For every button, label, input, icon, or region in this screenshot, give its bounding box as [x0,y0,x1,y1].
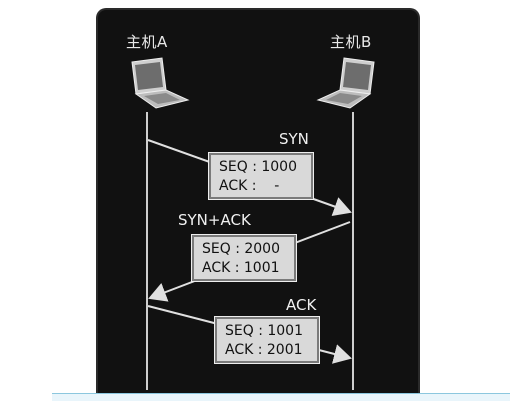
syn-seq: SEQ : 1000 [219,159,297,175]
ack-seq: SEQ : 1001 [225,323,303,339]
synack-seq: SEQ : 2000 [202,241,280,257]
bottom-strip [52,393,510,401]
ack-title: ACK [286,296,317,314]
synack-ack: ACK : 1001 [202,260,280,276]
laptop-icon [131,57,190,109]
syn-title: SYN [279,130,309,148]
synack-box: SEQ : 2000 ACK : 1001 [191,234,297,282]
synack-title: SYN+ACK [178,211,251,229]
syn-box: SEQ : 1000 ACK : - [208,152,314,200]
host-b-lifeline [352,112,354,390]
host-a-lifeline [146,112,148,390]
ack-box: SEQ : 1001 ACK : 2001 [214,316,320,364]
host-a-label: 主机A [126,33,168,51]
syn-ack: ACK : - [219,178,280,194]
host-b-label: 主机B [330,33,372,51]
ack-ack: ACK : 2001 [225,342,303,358]
laptop-icon [316,57,375,109]
